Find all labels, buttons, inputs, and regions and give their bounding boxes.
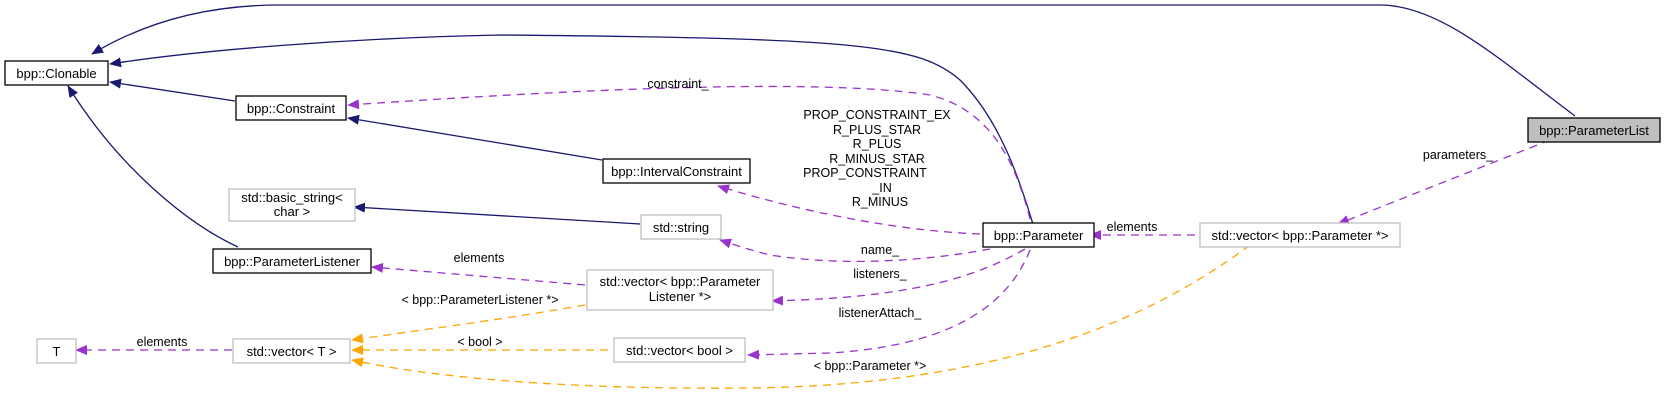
svg-text:bpp::IntervalConstraint: bpp::IntervalConstraint <box>611 164 742 179</box>
svg-text:R_PLUS_STAR: R_PLUS_STAR <box>833 123 921 137</box>
edge-parameterlist-to-clonable <box>91 4 1576 117</box>
node-basic-string[interactable]: std::basic_string< char > <box>228 188 356 222</box>
svg-text:std::vector< bpp::Parameter: std::vector< bpp::Parameter <box>600 274 761 289</box>
label-listeners: listeners_ <box>853 267 908 281</box>
edge-parameter-constraint <box>347 85 1031 220</box>
svg-text:T: T <box>53 344 61 359</box>
svg-text:_IN: _IN <box>871 181 891 195</box>
edge-parameter-stdstring <box>719 238 991 263</box>
node-vector-t[interactable]: std::vector< T > <box>232 338 351 364</box>
svg-text:std::basic_string<: std::basic_string< <box>241 190 343 205</box>
edge-vectorlistener-vectort <box>351 304 586 344</box>
svg-text:PROP_CONSTRAINT: PROP_CONSTRAINT <box>803 166 927 180</box>
svg-text:PROP_CONSTRAINT_EX: PROP_CONSTRAINT_EX <box>803 108 951 122</box>
label-name: name_ <box>861 243 900 257</box>
edge-parameterlistener-to-clonable <box>67 85 239 248</box>
label-tpl-bool: < bool > <box>457 335 502 349</box>
node-parameter-listener[interactable]: bpp::ParameterListener <box>212 248 372 274</box>
svg-text:bpp::ParameterListener: bpp::ParameterListener <box>224 254 361 269</box>
label-tpl-listener: < bpp::ParameterListener *> <box>401 293 558 307</box>
label-elements-param: elements <box>1107 220 1158 234</box>
edge-parameter-vectorlistener <box>771 248 1026 306</box>
svg-text:R_PLUS: R_PLUS <box>853 137 902 151</box>
edge-parameter-intervalconstraint <box>717 184 981 235</box>
edge-constraint-to-clonable <box>109 78 236 102</box>
svg-text:Listener *>: Listener *> <box>649 289 712 304</box>
edge-parameter-to-clonable <box>109 34 1036 232</box>
edge-parameter-vectorbool <box>747 249 1031 360</box>
node-t[interactable]: T <box>36 338 77 364</box>
svg-text:std::vector< T >: std::vector< T > <box>247 344 337 359</box>
label-tpl-param: < bpp::Parameter *> <box>814 359 927 373</box>
node-clonable[interactable]: bpp::Clonable <box>4 60 109 86</box>
label-constraint: constraint_ <box>647 77 709 91</box>
svg-text:std::vector< bool >: std::vector< bool > <box>626 343 733 358</box>
edge-stdstring-to-basicstring <box>353 202 641 225</box>
node-std-string[interactable]: std::string <box>640 214 722 240</box>
edge-intervalconstraint-to-constraint <box>347 114 603 161</box>
node-vector-listener[interactable]: std::vector< bpp::Parameter Listener *> <box>586 269 774 311</box>
edge-vectorparameter-vectort <box>351 244 1251 389</box>
svg-text:R_MINUS_STAR: R_MINUS_STAR <box>829 152 925 166</box>
node-parameter[interactable]: bpp::Parameter <box>982 222 1095 248</box>
node-vector-parameter[interactable]: std::vector< bpp::Parameter *> <box>1199 222 1401 248</box>
svg-text:bpp::Clonable: bpp::Clonable <box>16 66 96 81</box>
svg-text:char >: char > <box>274 204 311 219</box>
label-listenerattach: listenerAttach_ <box>839 306 923 320</box>
edge-vectorlistener-parameterlistener <box>371 262 586 286</box>
label-interval-enum: PROP_CONSTRAINT_EX R_PLUS_STAR R_PLUS R_… <box>803 108 951 209</box>
svg-text:R_MINUS: R_MINUS <box>852 195 908 209</box>
label-elements-listener: elements <box>454 251 505 265</box>
label-parameters: parameters_ <box>1423 148 1494 162</box>
node-vector-bool[interactable]: std::vector< bool > <box>613 337 746 363</box>
node-constraint[interactable]: bpp::Constraint <box>235 95 347 121</box>
node-parameter-list[interactable]: bpp::ParameterList <box>1527 117 1661 143</box>
label-elements-t: elements <box>137 335 188 349</box>
svg-text:bpp::Constraint: bpp::Constraint <box>247 101 336 116</box>
node-interval-constraint[interactable]: bpp::IntervalConstraint <box>602 158 751 184</box>
svg-text:std::string: std::string <box>653 220 709 235</box>
svg-text:bpp::Parameter: bpp::Parameter <box>994 228 1084 243</box>
svg-text:bpp::ParameterList: bpp::ParameterList <box>1539 123 1649 138</box>
edge-parameterlist-vectorparameter <box>1337 139 1551 225</box>
svg-text:std::vector< bpp::Parameter *>: std::vector< bpp::Parameter *> <box>1211 228 1388 243</box>
